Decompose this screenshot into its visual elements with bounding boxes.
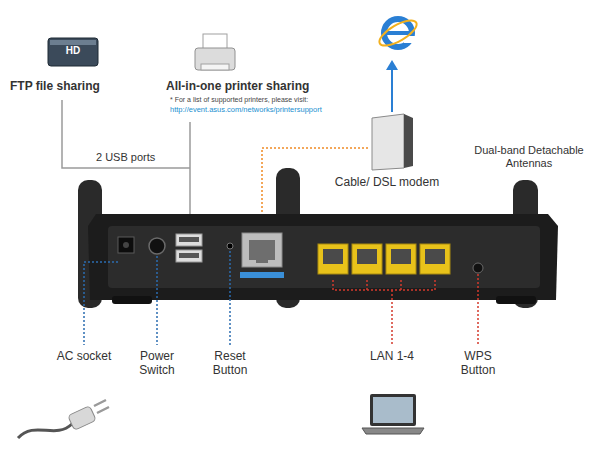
router-foot bbox=[112, 296, 152, 304]
label: All-in-one printer sharing bbox=[166, 80, 356, 94]
power-cable bbox=[18, 424, 72, 438]
usb-port bbox=[176, 250, 202, 262]
lan-port bbox=[386, 244, 416, 274]
router-back-panel bbox=[108, 226, 540, 288]
wan-port-marker bbox=[240, 272, 284, 278]
lan-port-inner bbox=[357, 249, 377, 264]
ac-socket bbox=[118, 237, 134, 253]
browser-logo-bar bbox=[386, 31, 410, 35]
wan-port-inner bbox=[249, 240, 275, 260]
modem-front bbox=[372, 114, 404, 170]
hard-drive-top bbox=[50, 40, 96, 45]
ac-socket-pin bbox=[123, 242, 129, 248]
browser-logo-orbit bbox=[376, 16, 420, 51]
modem-arrow bbox=[391, 66, 393, 112]
reset-leader-line bbox=[229, 251, 231, 345]
label: FTP file sharing bbox=[10, 80, 140, 94]
label: http://event.asus.com/networks/printersu… bbox=[170, 106, 370, 115]
hard-drive-icon bbox=[48, 38, 98, 66]
laptop-base bbox=[362, 428, 424, 434]
label: Reset Button bbox=[196, 350, 264, 378]
reset-button bbox=[227, 243, 233, 249]
ac-leader-line bbox=[84, 262, 118, 345]
lan-port-inner bbox=[391, 249, 411, 264]
lan-leader-line bbox=[391, 290, 393, 345]
router-foot bbox=[496, 296, 536, 304]
wps-button bbox=[473, 263, 483, 273]
modem-arrowhead bbox=[386, 60, 398, 70]
label: AC socket bbox=[36, 350, 132, 364]
usb-port bbox=[176, 234, 202, 246]
wps-leader-line bbox=[477, 274, 479, 345]
power-leader-line bbox=[156, 256, 158, 345]
router-body bbox=[88, 214, 558, 300]
label: Power Switch bbox=[124, 350, 190, 378]
label: LAN 1-4 bbox=[346, 350, 438, 364]
printer-tray bbox=[201, 64, 229, 70]
laptop-display bbox=[373, 397, 413, 423]
lan-bracket-tick bbox=[367, 280, 401, 290]
lan-bracket bbox=[333, 280, 435, 290]
lan-port bbox=[420, 244, 450, 274]
plug-prongs bbox=[94, 400, 109, 413]
label: Dual-band Detachable Antennas bbox=[466, 144, 592, 169]
label: WPS Button bbox=[446, 350, 510, 378]
power-plug bbox=[68, 406, 97, 431]
printer-body bbox=[195, 48, 235, 70]
lan-port-inner bbox=[425, 249, 445, 264]
usb-port-inner bbox=[179, 253, 199, 258]
lan-port bbox=[352, 244, 382, 274]
modem-side bbox=[404, 114, 413, 168]
lan-port bbox=[318, 244, 348, 274]
label: HD bbox=[48, 45, 98, 57]
label: 2 USB ports bbox=[96, 151, 186, 164]
wan-port-latch bbox=[256, 258, 268, 263]
laptop-screen bbox=[370, 394, 416, 426]
lan-port-inner bbox=[323, 249, 343, 264]
label: * For a list of supported printers, plea… bbox=[170, 96, 370, 104]
label: Cable/ DSL modem bbox=[322, 176, 452, 190]
usb-port-inner bbox=[179, 237, 199, 242]
power-switch bbox=[149, 238, 165, 254]
wan-port bbox=[242, 233, 282, 267]
